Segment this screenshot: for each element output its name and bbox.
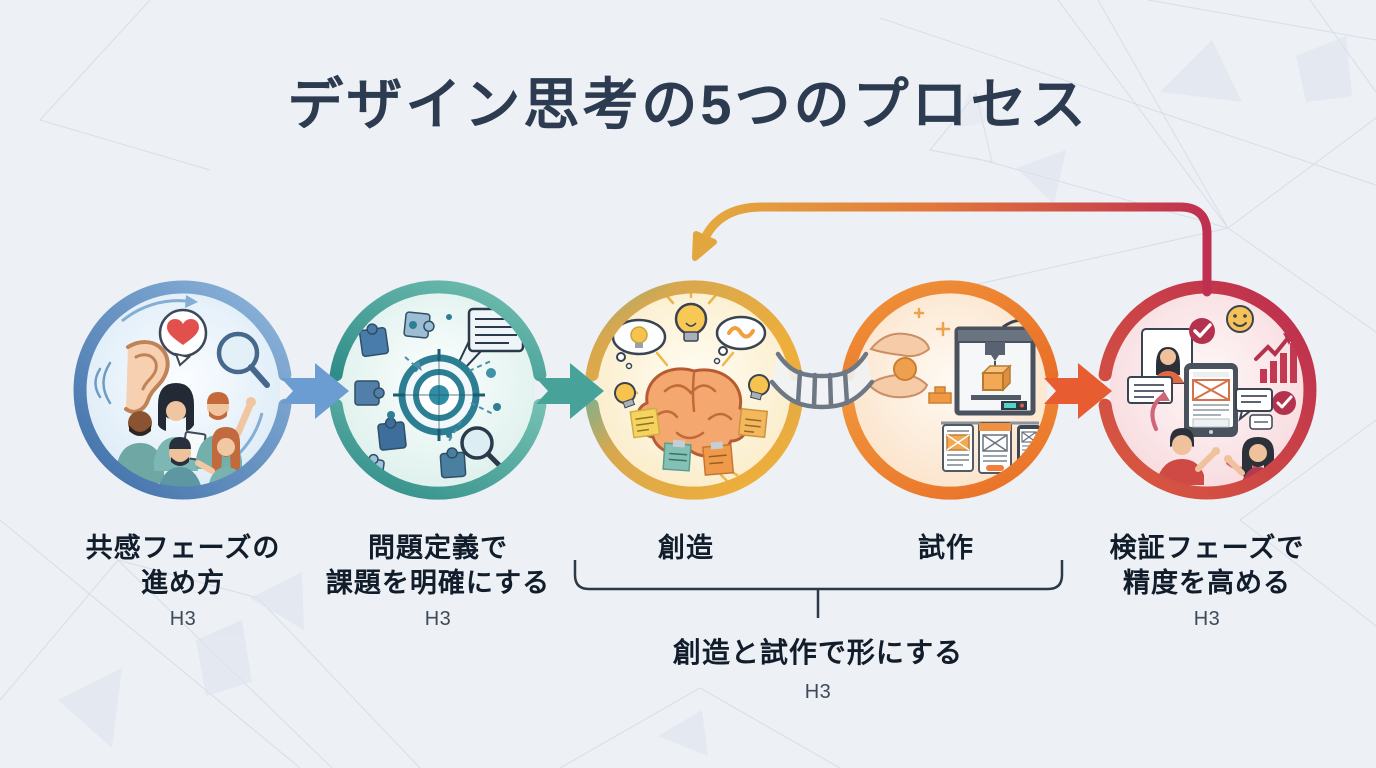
- page-title: デザイン思考の5つのプロセス: [287, 73, 1089, 136]
- tablet-wireframe-icon: [1184, 363, 1238, 437]
- step-label-line: 課題を明確にする: [325, 567, 551, 598]
- bracket-ideate-prototype: [573, 560, 1064, 618]
- check-badge-icon: [1189, 318, 1215, 344]
- heading-tag: H3: [804, 681, 832, 703]
- heading-tag: H3: [169, 608, 197, 631]
- step-label-line: 共感フェーズの: [85, 533, 281, 563]
- step-circle-define: [321, 273, 555, 507]
- step-circle-empathize: [66, 273, 300, 507]
- step-circle-prototype: [833, 273, 1067, 507]
- heading-tag: H3: [1193, 608, 1221, 631]
- smiley-icon: [1226, 305, 1254, 333]
- bracket-label: 創造と試作で形にする H3: [568, 631, 1068, 704]
- step-circle-ideate: [577, 273, 811, 507]
- heading-tag: H3: [424, 608, 452, 631]
- step-circle-test: [1090, 273, 1324, 507]
- step-label-empathize: 共感フェーズの 進め方 H3: [43, 531, 323, 633]
- step-label-line: 試作: [918, 533, 974, 563]
- step-label-define: 問題定義で 課題を明確にする H3: [298, 531, 578, 633]
- step-label-line: 検証フェーズで: [1109, 533, 1305, 563]
- step-label-line: 創造: [658, 533, 714, 563]
- printer-3d-icon: [954, 319, 1036, 416]
- step-label-line: 問題定義で: [368, 533, 508, 563]
- step-label-line: 進め方: [141, 567, 225, 598]
- check-badge-icon-2: [1272, 391, 1296, 415]
- step-label-prototype: 試作: [806, 531, 1086, 566]
- step-label-line: 精度を高める: [1123, 567, 1291, 598]
- step-label-ideate: 創造: [546, 531, 826, 566]
- step-label-test: 検証フェーズで 精度を高める H3: [1067, 531, 1347, 633]
- bracket-label-text: 創造と試作で形にする: [672, 637, 964, 668]
